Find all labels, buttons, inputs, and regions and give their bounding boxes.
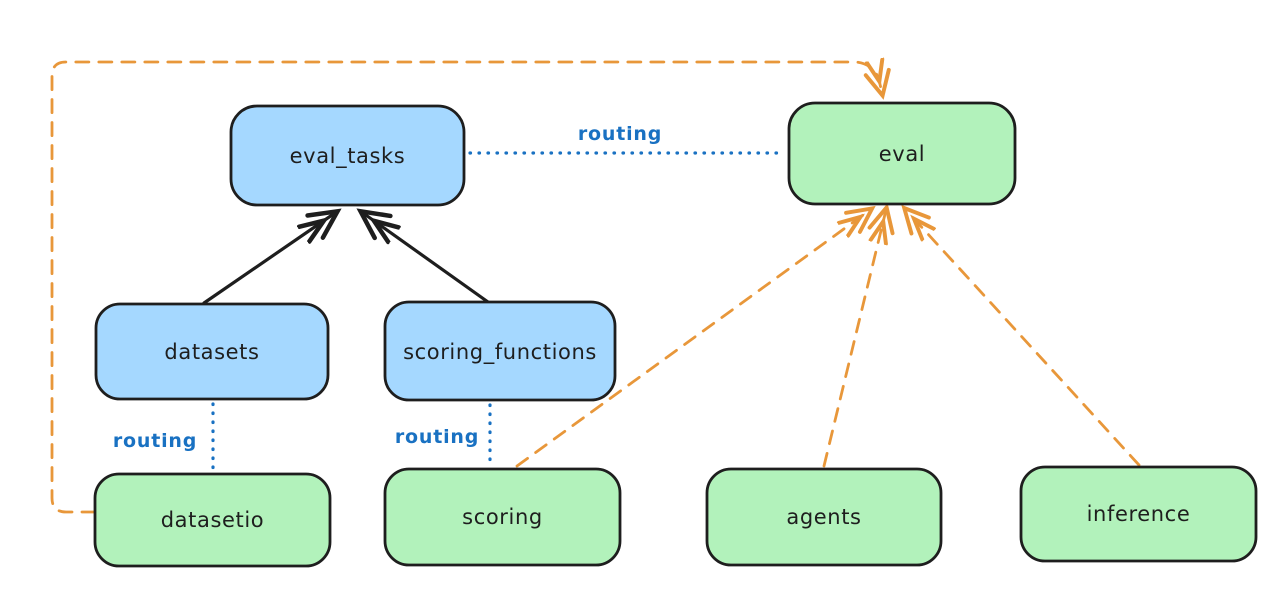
node-agents: agents: [705, 467, 943, 567]
node-inference: inference: [1019, 465, 1258, 563]
arrow-agents-to-eval: [822, 210, 886, 468]
arrow-datasets-to-eval-tasks: [202, 213, 335, 305]
node-datasetio-label: datasetio: [161, 508, 264, 532]
node-eval: eval: [787, 101, 1017, 206]
arrow-scoring-functions-to-eval-tasks: [363, 213, 490, 304]
node-eval-label: eval: [879, 142, 925, 166]
node-scoring-functions-label: scoring_functions: [403, 340, 597, 365]
node-eval-tasks: eval_tasks: [229, 104, 466, 207]
node-eval-tasks-label: eval_tasks: [290, 144, 406, 169]
arrow-datasetio-to-eval: [50, 62, 882, 514]
node-datasetio: datasetio: [93, 472, 332, 568]
node-scoring-label: scoring: [462, 505, 543, 529]
node-datasets: datasets: [94, 302, 330, 401]
node-scoring-functions: scoring_functions: [383, 300, 617, 402]
node-scoring: scoring: [383, 467, 622, 567]
node-datasets-label: datasets: [164, 340, 259, 364]
node-inference-label: inference: [1087, 502, 1191, 526]
routing-label-top: routing: [578, 123, 662, 145]
arrow-inference-to-eval: [906, 210, 1141, 467]
node-agents-label: agents: [786, 505, 861, 529]
arrow-scoring-to-eval: [515, 210, 870, 468]
routing-label-scoring: routing: [395, 426, 479, 448]
routing-label-datasets: routing: [113, 430, 197, 452]
